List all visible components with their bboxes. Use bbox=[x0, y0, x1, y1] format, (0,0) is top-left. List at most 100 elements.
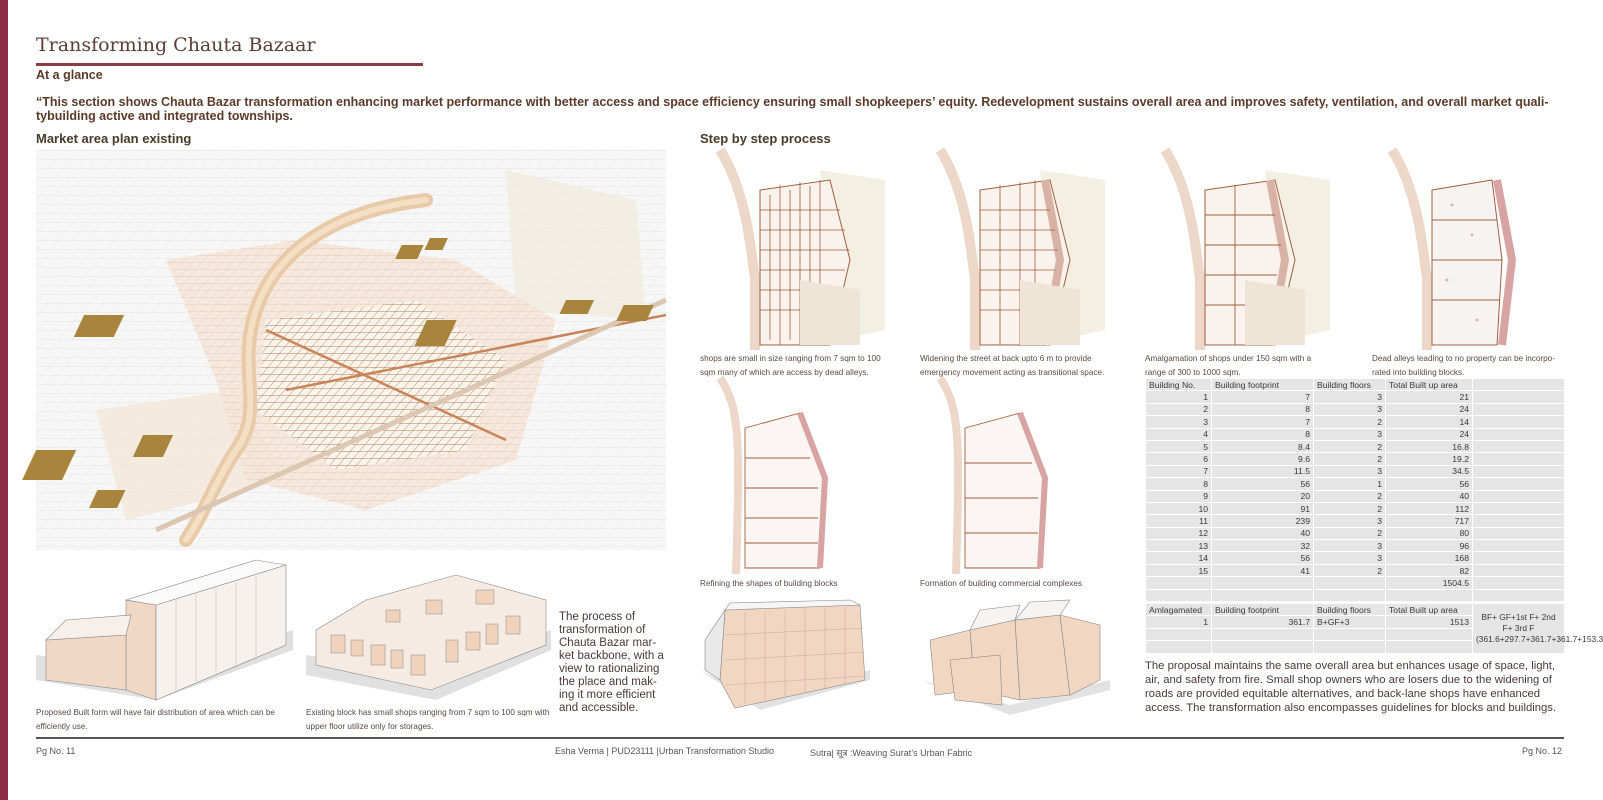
step2-plan bbox=[920, 147, 1110, 350]
table-header-cell: Total Built up area bbox=[1385, 377, 1473, 392]
table-cell: 19.2 bbox=[1385, 452, 1473, 466]
amalgamated-note: BF+ GF+1st F+ 2nd F+ 3rd F (361.6+297.7+… bbox=[1472, 603, 1603, 654]
table-cell: 2 bbox=[1313, 501, 1386, 516]
table-cell: 21 bbox=[1385, 390, 1473, 404]
table-cell: 3 bbox=[1313, 514, 1386, 528]
table-header-cell: Building No. bbox=[1145, 377, 1212, 392]
building-data-table: Building No. Building footprint Building… bbox=[1145, 377, 1565, 603]
step5-caption: Refining the shapes of building blocks bbox=[700, 579, 838, 588]
table-cell: 32 bbox=[1211, 539, 1314, 553]
amalgamated-table: Amlagamated Building footprint Building … bbox=[1145, 602, 1603, 654]
table-header-row: Building No. Building footprint Building… bbox=[1145, 377, 1565, 392]
table-header-cell: Building footprint bbox=[1211, 602, 1314, 617]
step-process-heading: Step by step process bbox=[700, 131, 831, 146]
table-cell: 24 bbox=[1385, 427, 1473, 441]
table-cell: 41 bbox=[1211, 563, 1314, 578]
table-cell: 40 bbox=[1385, 489, 1473, 503]
process-description: The process of transformation of Chauta … bbox=[559, 611, 664, 714]
table-cell: B+GF+3 bbox=[1313, 615, 1386, 629]
table-cell: 9.6 bbox=[1211, 452, 1314, 466]
table-cell: 8 bbox=[1211, 402, 1314, 417]
table-cell: 5 bbox=[1145, 439, 1212, 454]
step6-caption: Formation of building commercial complex… bbox=[920, 579, 1082, 588]
step4-plan bbox=[1372, 147, 1564, 350]
caption-existing-block: Existing block has small shops ranging f… bbox=[306, 708, 550, 731]
table-cell: 7 bbox=[1211, 415, 1314, 429]
table-cell: 3 bbox=[1145, 415, 1212, 429]
page-title: Transforming Chauta Bazaar bbox=[36, 34, 316, 56]
table-cell: 15 bbox=[1145, 563, 1212, 578]
table-cell: 9 bbox=[1145, 489, 1212, 503]
table-cell: 20 bbox=[1211, 489, 1314, 503]
table-cell: 8 bbox=[1211, 427, 1314, 441]
table-row: 1 361.7 B+GF+3 1513 bbox=[1145, 615, 1565, 629]
market-area-map bbox=[22, 150, 668, 550]
table-cell: 3 bbox=[1313, 402, 1386, 417]
building-complexes-render bbox=[920, 599, 1110, 722]
caption-proposed-built-form: Proposed Built form will have fair distr… bbox=[36, 708, 275, 731]
footer-project: Sutra| सूत्र :Weaving Surat’s Urban Fabr… bbox=[810, 748, 973, 758]
footer-rule bbox=[36, 737, 1564, 739]
table-cell: 12 bbox=[1145, 526, 1212, 541]
table-cell: 80 bbox=[1385, 526, 1473, 541]
step5-plan bbox=[700, 375, 890, 575]
table-cell: 14 bbox=[1385, 415, 1473, 429]
table-cell: 3 bbox=[1313, 427, 1386, 441]
table-cell: 1 bbox=[1145, 615, 1212, 629]
step1-caption: shops are small in size ranging from 7 s… bbox=[700, 354, 881, 377]
table-cell: 40 bbox=[1211, 526, 1314, 541]
market-plan-heading: Market area plan existing bbox=[36, 131, 192, 146]
proposed-built-form-render bbox=[36, 559, 293, 706]
intro-paragraph: “This section shows Chauta Bazar transfo… bbox=[36, 95, 1549, 123]
table-header-row: Amlagamated Building footprint Building … bbox=[1145, 602, 1603, 654]
table-cell: 10 bbox=[1145, 501, 1212, 516]
table-cell: 2 bbox=[1313, 415, 1386, 429]
step3-plan bbox=[1145, 147, 1335, 350]
table-cell: 3 bbox=[1313, 464, 1386, 479]
table-cell: 2 bbox=[1313, 452, 1386, 466]
table-header-cell: Total Built up area bbox=[1385, 602, 1473, 617]
table-header-cell: Building footprint bbox=[1211, 377, 1314, 392]
table-cell: 96 bbox=[1385, 539, 1473, 553]
page-number-right: Pg No. 12 bbox=[1522, 746, 1563, 756]
table-cell: 24 bbox=[1385, 402, 1473, 417]
table-cell: 361.7 bbox=[1211, 615, 1314, 629]
table-cell: 16.8 bbox=[1385, 439, 1473, 454]
table-cell: 2 bbox=[1313, 439, 1386, 454]
table-cell: 14 bbox=[1145, 551, 1212, 565]
table-cell: 6 bbox=[1145, 452, 1212, 466]
table-cell: 11.5 bbox=[1211, 464, 1314, 479]
table-header-cell: Building floors bbox=[1313, 377, 1386, 392]
step1-plan bbox=[700, 147, 890, 350]
title-underline bbox=[36, 63, 423, 66]
table-cell: 3 bbox=[1313, 390, 1386, 404]
table-cell: 1 bbox=[1313, 477, 1386, 491]
table-cell: 56 bbox=[1385, 477, 1473, 491]
proposal-paragraph: The proposal maintains the same overall … bbox=[1145, 660, 1557, 714]
table-cell: 2 bbox=[1313, 526, 1386, 541]
step6-plan bbox=[920, 375, 1110, 575]
table-cell: 3 bbox=[1313, 539, 1386, 553]
table-header-cell: Amlagamated bbox=[1145, 602, 1212, 617]
page-subtitle: At a glance bbox=[36, 68, 103, 82]
table-header-cell: Building floors bbox=[1313, 602, 1386, 617]
table-cell: 3 bbox=[1313, 551, 1386, 565]
market-map-drawing bbox=[22, 150, 668, 550]
table-cell: 1 bbox=[1145, 390, 1212, 404]
table-total-row: 1504.5 bbox=[1145, 576, 1565, 590]
table-cell: 34.5 bbox=[1385, 464, 1473, 479]
table-cell: 717 bbox=[1385, 514, 1473, 528]
table-cell: 7 bbox=[1211, 390, 1314, 404]
table-cell: 8.4 bbox=[1211, 439, 1314, 454]
